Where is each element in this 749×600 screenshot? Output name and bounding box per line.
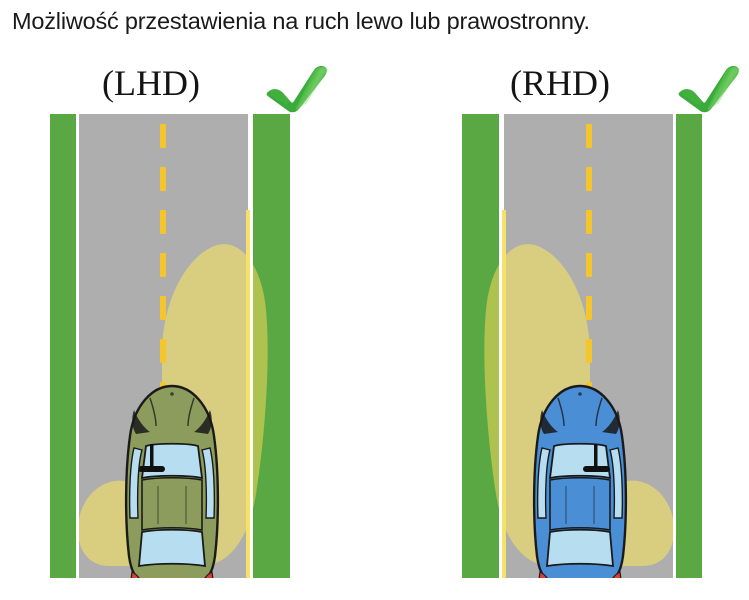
car-rhd	[532, 384, 628, 578]
grass-right-rhd	[676, 114, 702, 578]
grass-left-lhd	[50, 114, 76, 578]
green-check-icon-rhd	[674, 64, 744, 114]
roof-rhd	[549, 476, 611, 531]
green-check-icon-lhd	[262, 64, 332, 114]
diagram-rhd	[462, 114, 702, 578]
car-lhd	[124, 384, 220, 578]
edge-line-left-lhd	[76, 114, 79, 578]
taillight-left-lhd	[130, 571, 140, 578]
beam-over-grass-rhd	[484, 264, 499, 509]
edge-line-right-lhd	[248, 114, 253, 578]
steering-wheel-lhd	[138, 444, 165, 472]
diagram-lhd	[50, 114, 290, 578]
edge-line-left-rhd	[499, 114, 504, 578]
roof-lhd	[141, 476, 203, 531]
windshield-rhd	[548, 442, 612, 480]
taillight-right-lhd	[204, 571, 214, 578]
taillight-right-rhd	[612, 571, 622, 578]
edge-line-right-rhd	[673, 114, 676, 578]
panel-header-lhd: (LHD)	[50, 62, 340, 114]
taillight-left-rhd	[538, 571, 548, 578]
panel-header-rhd: (RHD)	[462, 62, 749, 114]
steering-wheel-rhd	[583, 444, 610, 472]
edge-stripe-left-rhd	[502, 210, 506, 578]
rear-window-lhd	[138, 528, 206, 568]
panel-label-rhd: (RHD)	[510, 63, 610, 103]
beam-over-grass-lhd	[253, 264, 268, 509]
rear-window-rhd	[546, 528, 614, 568]
page-title: Możliwość przestawienia na ruch lewo lub…	[12, 8, 590, 34]
edge-stripe-right-lhd	[246, 210, 250, 578]
panel-label-lhd: (LHD)	[102, 63, 200, 103]
